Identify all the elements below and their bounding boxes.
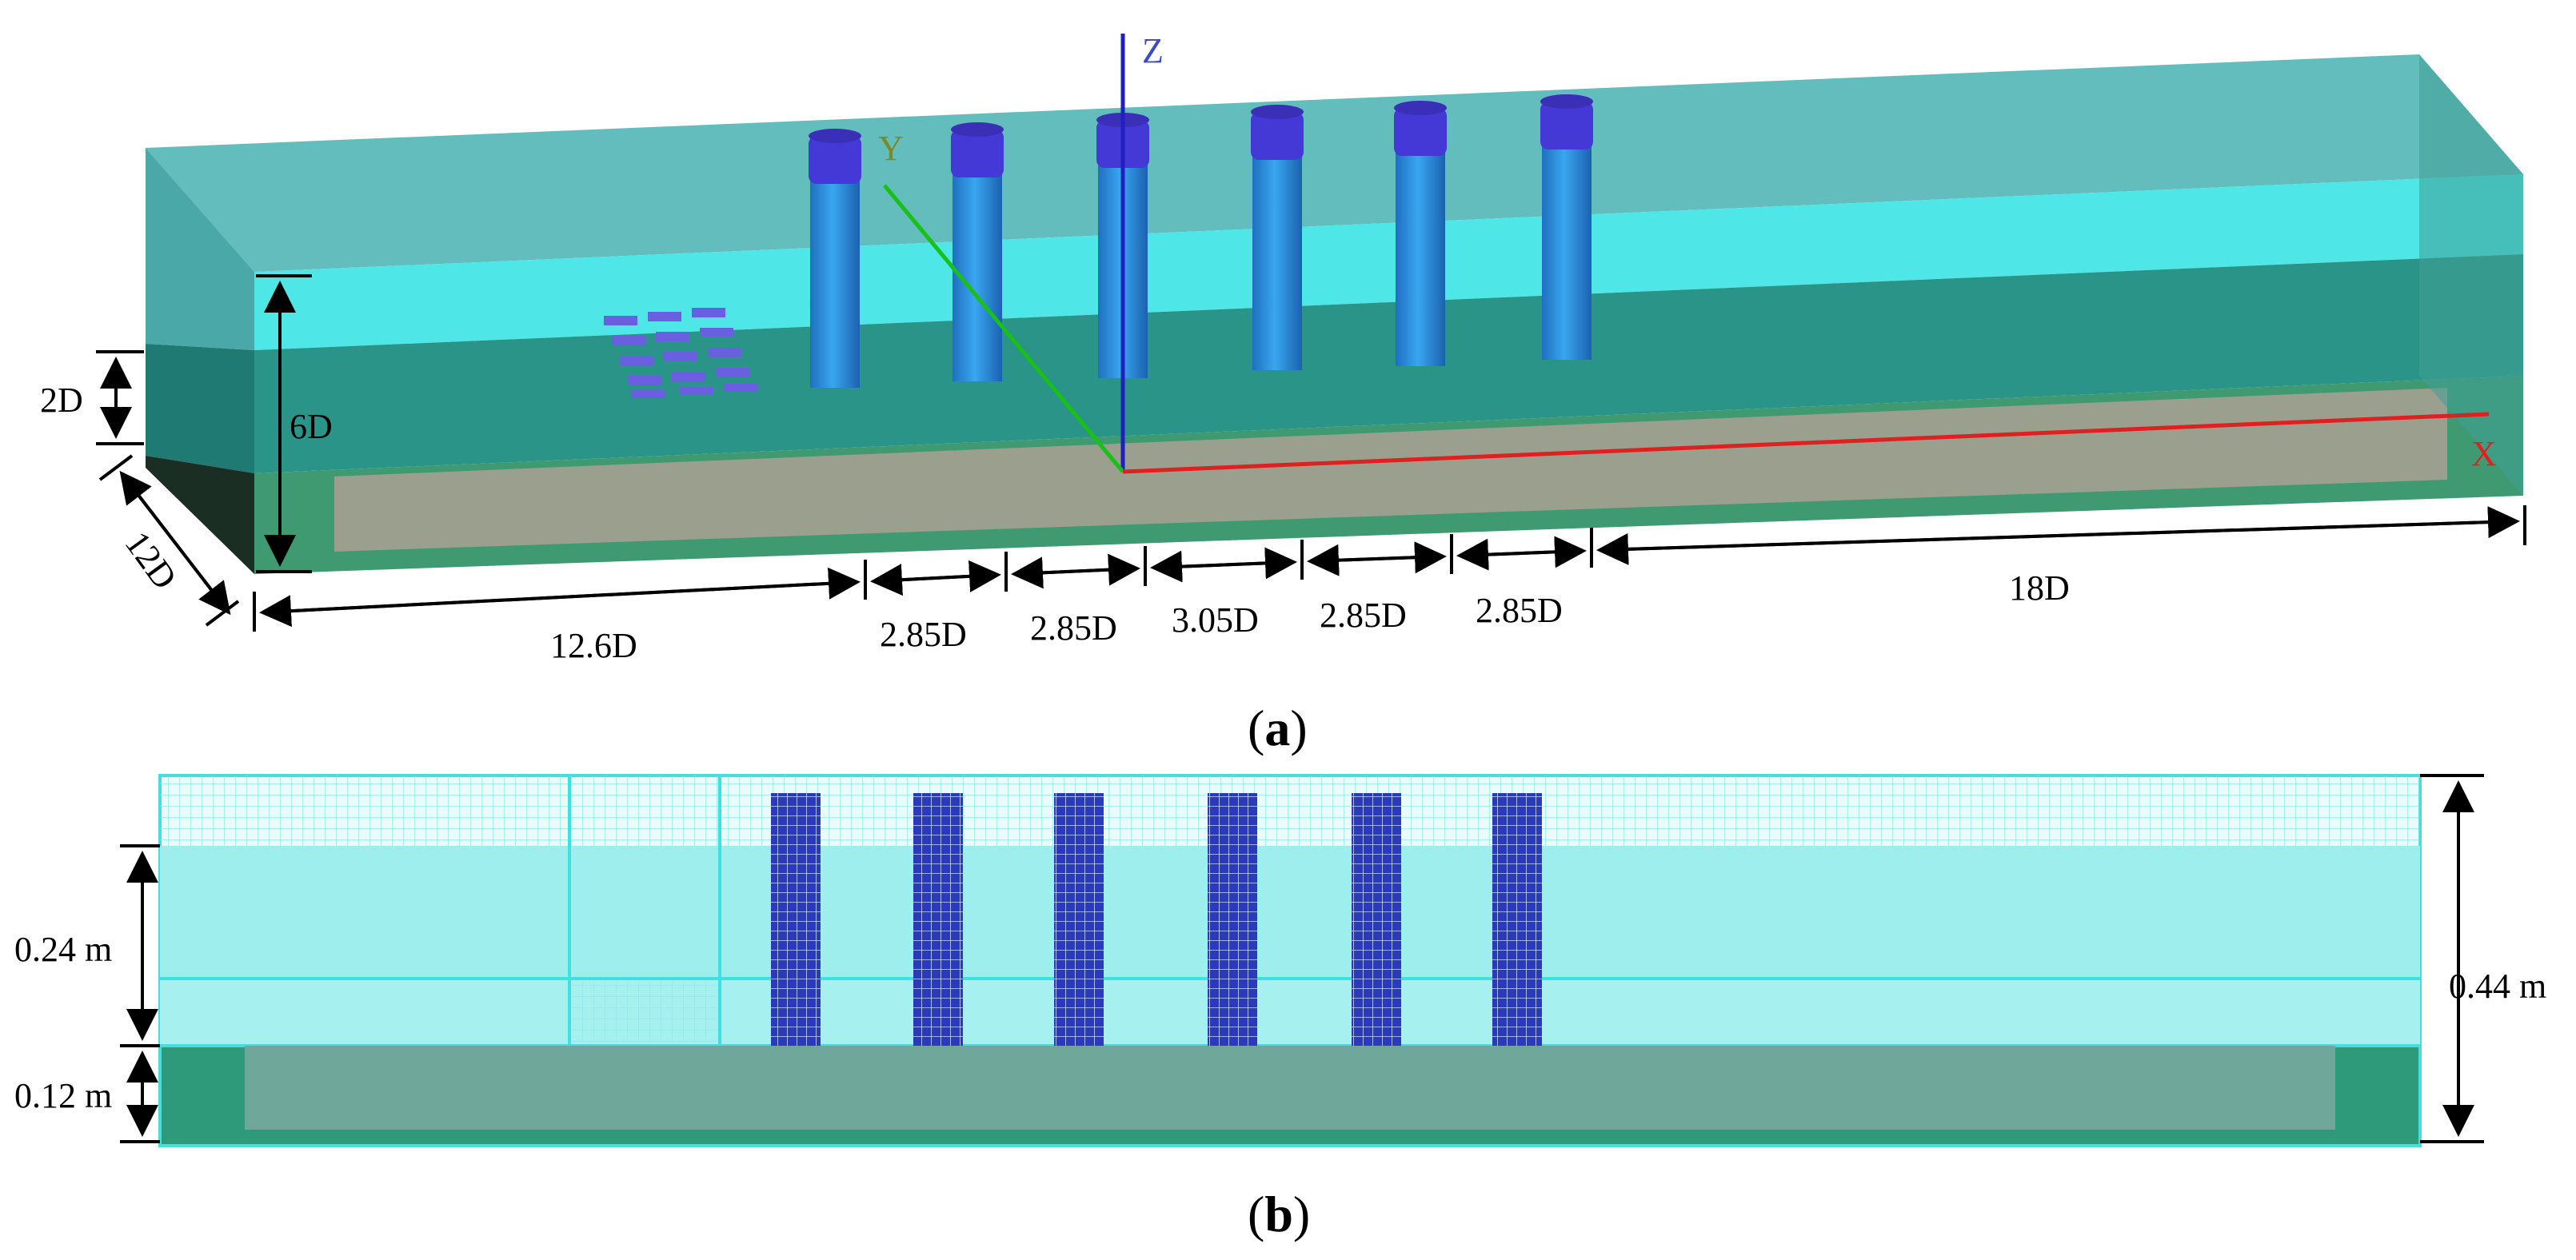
dim-18d: 18D [2009,568,2070,608]
dim-12d: 12D [118,524,185,596]
dimension-lines [96,274,2526,632]
pile-mesh [1208,793,1257,1046]
dim-gap-5: 2.85D [1476,591,1563,630]
panel-a-3d-view: Z Y X [40,31,2526,756]
dim-sediment-depth: 0.12 m [14,1076,112,1115]
dim-gap-4: 2.85D [1320,596,1407,635]
pile [1540,94,1593,360]
tank-top-face [146,54,2523,272]
pile [1251,105,1304,370]
water-lower-band [160,979,2420,1046]
z-axis-label: Z [1142,31,1164,70]
pile-mesh [1054,793,1104,1046]
pile-mesh [913,793,963,1046]
dim-2d: 2D [40,381,83,420]
pile [809,129,861,388]
caption-a: (a) [1248,700,1308,756]
pile-mesh [1492,793,1542,1046]
air-mesh [160,776,2420,846]
tank-left-face-water [146,344,254,473]
pile-array [809,94,1593,388]
sediment-left-face [146,456,254,574]
pile-mesh [1352,793,1401,1046]
dim-total-height: 0.44 m [2449,967,2546,1006]
x-axis [1122,412,2490,474]
pile [951,122,1004,381]
dim-12-6d: 12.6D [550,626,637,665]
y-axis-label: Y [878,129,904,168]
sediment-inner [245,1046,2335,1130]
x-axis-label: X [2471,434,2497,473]
panel-b-mesh-view: 0.24 m 0.12 m 0.44 m (b) [14,774,2546,1242]
coordinate-axes: Z Y X [878,31,2497,474]
sediment-surface [334,388,2447,552]
dim-6d: 6D [290,407,333,446]
dim-gap-3: 3.05D [1172,600,1259,640]
y-axis [883,184,1124,473]
tank-left-face-upper [146,148,254,350]
dimension-lines-b [120,774,2484,1143]
dim-gap-2: 2.85D [1030,608,1117,648]
caption-b: (b) [1248,1186,1310,1242]
wave-gauge-mesh [573,982,717,1043]
pile-mesh-array [771,793,1542,1046]
pile-mesh [771,793,821,1046]
pile [1394,101,1447,366]
water-body [254,254,2523,473]
dim-gap-1: 2.85D [880,615,967,654]
wave-gauge-cluster [604,308,757,398]
dim-water-depth: 0.24 m [14,930,112,969]
tank-right-face [2419,54,2523,496]
